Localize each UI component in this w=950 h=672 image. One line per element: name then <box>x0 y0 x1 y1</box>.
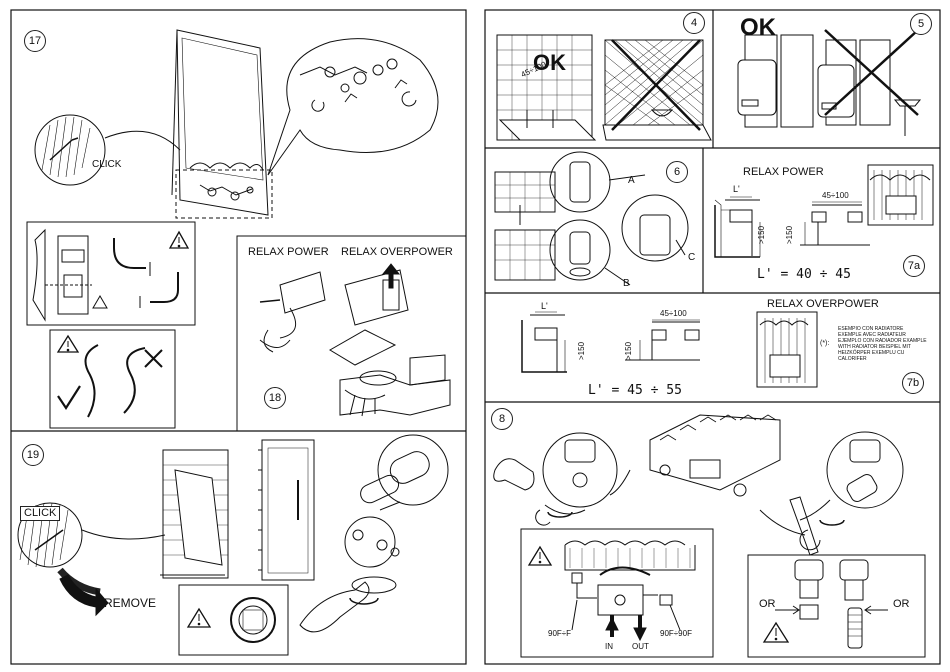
panel-8-connection-drawing <box>564 540 696 642</box>
rotate-arrow-icon <box>547 511 573 518</box>
l-prime-label-7a: L' <box>733 184 740 194</box>
panel-5-drawing <box>737 29 922 136</box>
relax-power-label-7a: RELAX POWER <box>743 166 824 178</box>
click-label-17: CLICK <box>92 159 122 170</box>
panel-8-adapter-frame <box>747 554 926 658</box>
step-number-19: 19 <box>22 444 44 466</box>
panel-19-drawing <box>17 434 449 633</box>
or-label-left: OR <box>759 598 776 610</box>
remove-label-19: REMOVE <box>104 596 157 610</box>
step-number-8: 8 <box>491 408 513 430</box>
panel-19-warning-frame <box>178 584 289 656</box>
out-label: OUT <box>632 642 649 651</box>
check-icon <box>57 385 81 411</box>
panel-7a-drawing <box>714 164 934 258</box>
warning-icon <box>56 334 80 353</box>
warning-icon <box>762 621 790 643</box>
formula-label-7a: L' = 40 ÷ 45 <box>757 267 851 282</box>
left-page-frame <box>10 9 467 665</box>
gt150-label-7a-1: >150 <box>757 225 766 244</box>
angle-right-label: 90F÷90F <box>660 629 692 638</box>
remove-arrow-icon <box>59 574 109 617</box>
angle-left-label: 90F÷F <box>548 629 572 638</box>
step-number-6: 6 <box>666 161 688 183</box>
step-number-18: 18 <box>264 387 286 409</box>
in-label: IN <box>605 642 613 651</box>
ok-label-5: OK <box>740 14 776 41</box>
zoom-bubble-17 <box>267 38 439 176</box>
panel-4-drawing <box>496 34 712 141</box>
gt150-label-7b-2: >150 <box>624 341 633 360</box>
relax-power-label-18: RELAX POWER <box>248 246 329 258</box>
relax-overpower-label-7b: RELAX OVERPOWER <box>767 298 879 310</box>
panel-17-hose-frame <box>49 329 176 429</box>
ok-label-4: OK <box>533 50 566 75</box>
up-arrow-icon <box>381 263 401 289</box>
step-number-7b: 7b <box>902 372 924 394</box>
towel-rail-panel-17 <box>171 29 273 219</box>
triangle-mark-icon <box>92 295 108 309</box>
warning-icon <box>527 545 553 566</box>
click-label-19: CLICK <box>20 506 61 521</box>
hose-detail-17 <box>84 344 146 418</box>
panel-17-detail-frame <box>26 221 196 326</box>
dimension-lines <box>535 196 862 372</box>
panel-8-drawing <box>493 414 904 556</box>
step-number-4: 4 <box>683 12 705 34</box>
rotate-arrow-icon <box>819 519 845 526</box>
detail-17-drawing <box>32 228 179 322</box>
warning-icon <box>186 607 212 628</box>
or-label-right: OR <box>893 598 910 610</box>
label-a-6: A <box>628 175 635 186</box>
panel-18-frame <box>236 235 467 432</box>
panel-18-drawing <box>259 269 451 417</box>
step-number-7a: 7a <box>903 255 925 277</box>
footnote-text-7b: ESEMPIO CON RADIATORE EXEMPLE AVEC RADIA… <box>838 326 927 362</box>
relax-overpower-label-18: RELAX OVERPOWER <box>341 246 453 258</box>
dim-45-100-label-7a: 45÷100 <box>822 191 849 200</box>
label-c-6: C <box>688 252 696 263</box>
gt150-label-7a-2: >150 <box>785 225 794 244</box>
formula-label-7b: L' = 45 ÷ 55 <box>588 383 682 398</box>
rotate-arrow-icon <box>349 597 379 605</box>
cross-icon <box>144 349 163 368</box>
panel-6-drawing <box>494 151 689 286</box>
step-number-17: 17 <box>24 30 46 52</box>
gt150-label-7b-1: >150 <box>577 341 586 360</box>
label-b-6: B <box>623 278 630 289</box>
step-number-5: 5 <box>910 13 932 35</box>
dim-45-100-label-7b: 45÷100 <box>660 309 687 318</box>
l-prime-label-7b: L' <box>541 301 548 311</box>
gasket-ring-19 <box>230 597 276 643</box>
wall-click-detail-17 <box>34 114 181 186</box>
panel-8-connection-frame <box>520 528 714 658</box>
panel-7b-drawing <box>521 311 818 388</box>
footnote-mark-7b: (*): <box>820 340 830 347</box>
warning-icon <box>168 230 190 249</box>
panel-8-adapter-drawing <box>775 559 888 649</box>
